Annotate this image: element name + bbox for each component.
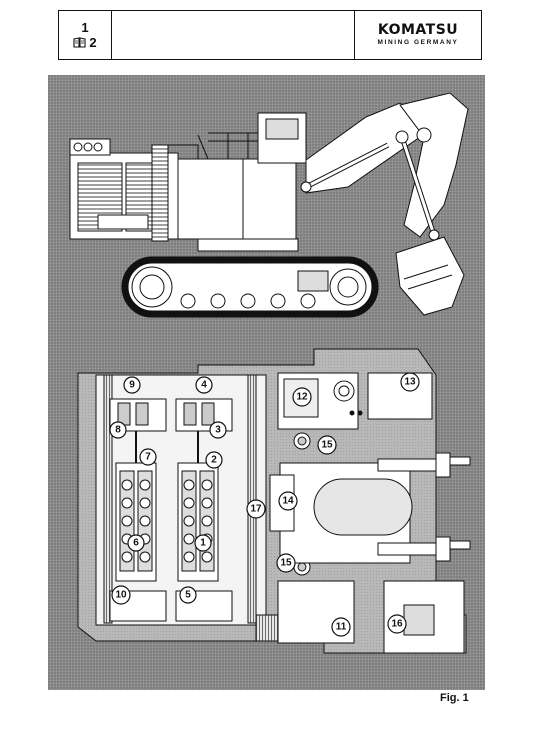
brand-cell: KOMATSU MINING GERMANY [355, 11, 481, 59]
callout-6: 6 [127, 534, 145, 552]
handrail [168, 144, 199, 159]
callout-12: 12 [292, 387, 312, 407]
slewing-ring [197, 238, 299, 252]
callout-16: 16 [387, 614, 407, 634]
callout-11: 11 [331, 617, 351, 637]
engine-left [115, 462, 157, 582]
brand-logo: KOMATSU [377, 22, 459, 38]
callout-13: 13 [400, 372, 420, 392]
svg-text:16: 16 [391, 619, 403, 630]
svg-text:1: 1 [200, 538, 206, 549]
svg-text:15: 15 [280, 558, 292, 569]
superstructure-plan-view [77, 348, 471, 654]
svg-text:15: 15 [321, 440, 333, 451]
callout-8: 8 [109, 421, 127, 439]
superstructure [177, 158, 297, 240]
tank-right [367, 372, 433, 420]
svg-text:4: 4 [201, 380, 207, 391]
svg-text:6: 6 [133, 538, 139, 549]
callout-15-bottom: 15 [276, 553, 296, 573]
svg-text:10: 10 [115, 590, 127, 601]
callout-1: 1 [194, 534, 212, 552]
bucket [395, 236, 465, 316]
technical-drawing: 1 2 3 4 5 6 7 8 9 10 11 12 13 14 15 15 1… [48, 75, 485, 690]
excavator-side-view [69, 92, 469, 318]
callout-4: 4 [195, 376, 213, 394]
reference-number: 2 [89, 34, 97, 50]
brand-subtitle: MINING GERMANY [377, 39, 459, 46]
callout-3: 3 [209, 421, 227, 439]
access-ladder [151, 144, 169, 242]
callout-7: 7 [139, 448, 157, 466]
callout-2: 2 [205, 451, 223, 469]
svg-text:9: 9 [129, 380, 135, 391]
book-icon [73, 36, 86, 48]
callout-17: 17 [246, 499, 266, 519]
svg-text:13: 13 [404, 377, 416, 388]
page-header: 1 2 KOMATSU MINING GERMANY [58, 10, 482, 60]
svg-text:8: 8 [115, 425, 121, 436]
svg-text:7: 7 [145, 452, 151, 463]
reference-row: 2 [73, 34, 97, 50]
page-number: 1 [81, 19, 89, 35]
callout-15-top: 15 [317, 435, 337, 455]
svg-text:12: 12 [296, 392, 308, 403]
callout-5: 5 [179, 586, 197, 604]
page-info-cell: 1 2 [59, 11, 112, 59]
svg-text:2: 2 [211, 455, 217, 466]
svg-text:3: 3 [215, 425, 221, 436]
callout-10: 10 [111, 585, 131, 605]
svg-text:11: 11 [336, 622, 347, 633]
callout-14: 14 [278, 491, 298, 511]
figure-caption: Fig. 1 [440, 692, 469, 704]
callout-9: 9 [123, 376, 141, 394]
svg-text:5: 5 [185, 590, 191, 601]
svg-text:14: 14 [282, 496, 294, 507]
engine-right [177, 462, 219, 582]
svg-text:17: 17 [250, 504, 262, 515]
header-blank-cell [112, 11, 355, 59]
